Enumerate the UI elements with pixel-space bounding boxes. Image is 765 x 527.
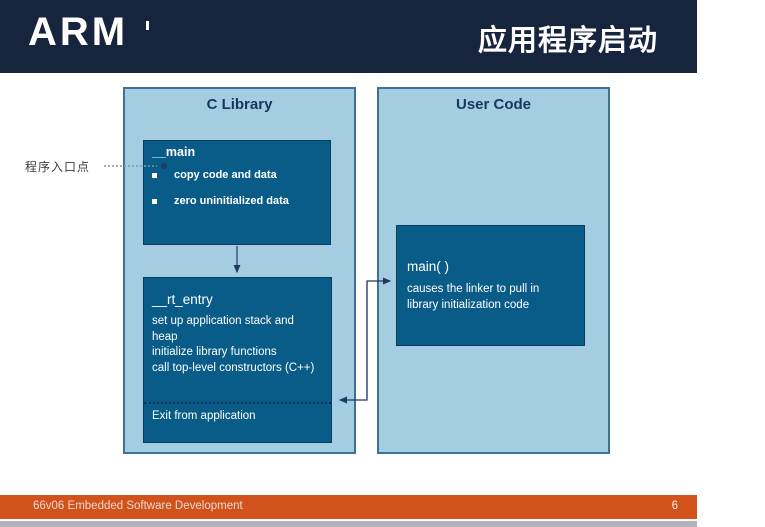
footer-course-label: 66v06 Embedded Software Development	[33, 500, 243, 512]
main-symbol-title: __main	[152, 145, 196, 159]
c-library-box: C Library __main copy code and data zero…	[123, 87, 356, 454]
bullet-text: copy code and data	[174, 169, 277, 181]
slide-title: 应用程序启动	[478, 25, 659, 57]
user-code-title: User Code	[455, 96, 532, 113]
rt-entry-title: __rt_entry	[152, 292, 213, 307]
exit-label: Exit from application	[152, 410, 256, 422]
main-symbol-box: __main copy code and data zero uninitial…	[143, 140, 331, 245]
footer-page-number: 6	[671, 500, 678, 512]
entry-point-label: 程序入口点	[25, 160, 91, 174]
rt-entry-line: initialize library functions	[152, 346, 277, 358]
header-bar: ARM 应用程序启动	[0, 0, 697, 73]
exit-divider-dotted-line	[144, 402, 331, 404]
bullet-square-icon	[152, 172, 157, 178]
c-library-title: C Library	[206, 96, 273, 113]
arm-trademark-icon	[146, 21, 149, 30]
main-bullet-row: copy code and data	[152, 169, 277, 181]
footer-bar: 66v06 Embedded Software Development 6	[0, 495, 697, 519]
bullet-text: zero uninitialized data	[174, 195, 289, 207]
user-code-box: User Code main( ) causes the linker to p…	[377, 87, 610, 454]
rt-entry-body: set up application stack and heap initia…	[152, 314, 317, 376]
user-main-box: main( ) causes the linker to pull in lib…	[396, 225, 585, 346]
rt-entry-line: call top-level constructors (C++)	[152, 361, 315, 374]
user-main-title: main( )	[407, 259, 450, 274]
bullet-square-icon	[152, 198, 157, 204]
footer-gray-strip	[0, 521, 697, 527]
user-main-description: causes the linker to pull in library ini…	[407, 283, 540, 311]
rt-entry-line: set up application stack and heap	[152, 315, 294, 343]
main-bullet-row: zero uninitialized data	[152, 195, 289, 207]
arm-logo: ARM	[28, 10, 129, 54]
rt-entry-box: __rt_entry set up application stack and …	[143, 277, 332, 443]
